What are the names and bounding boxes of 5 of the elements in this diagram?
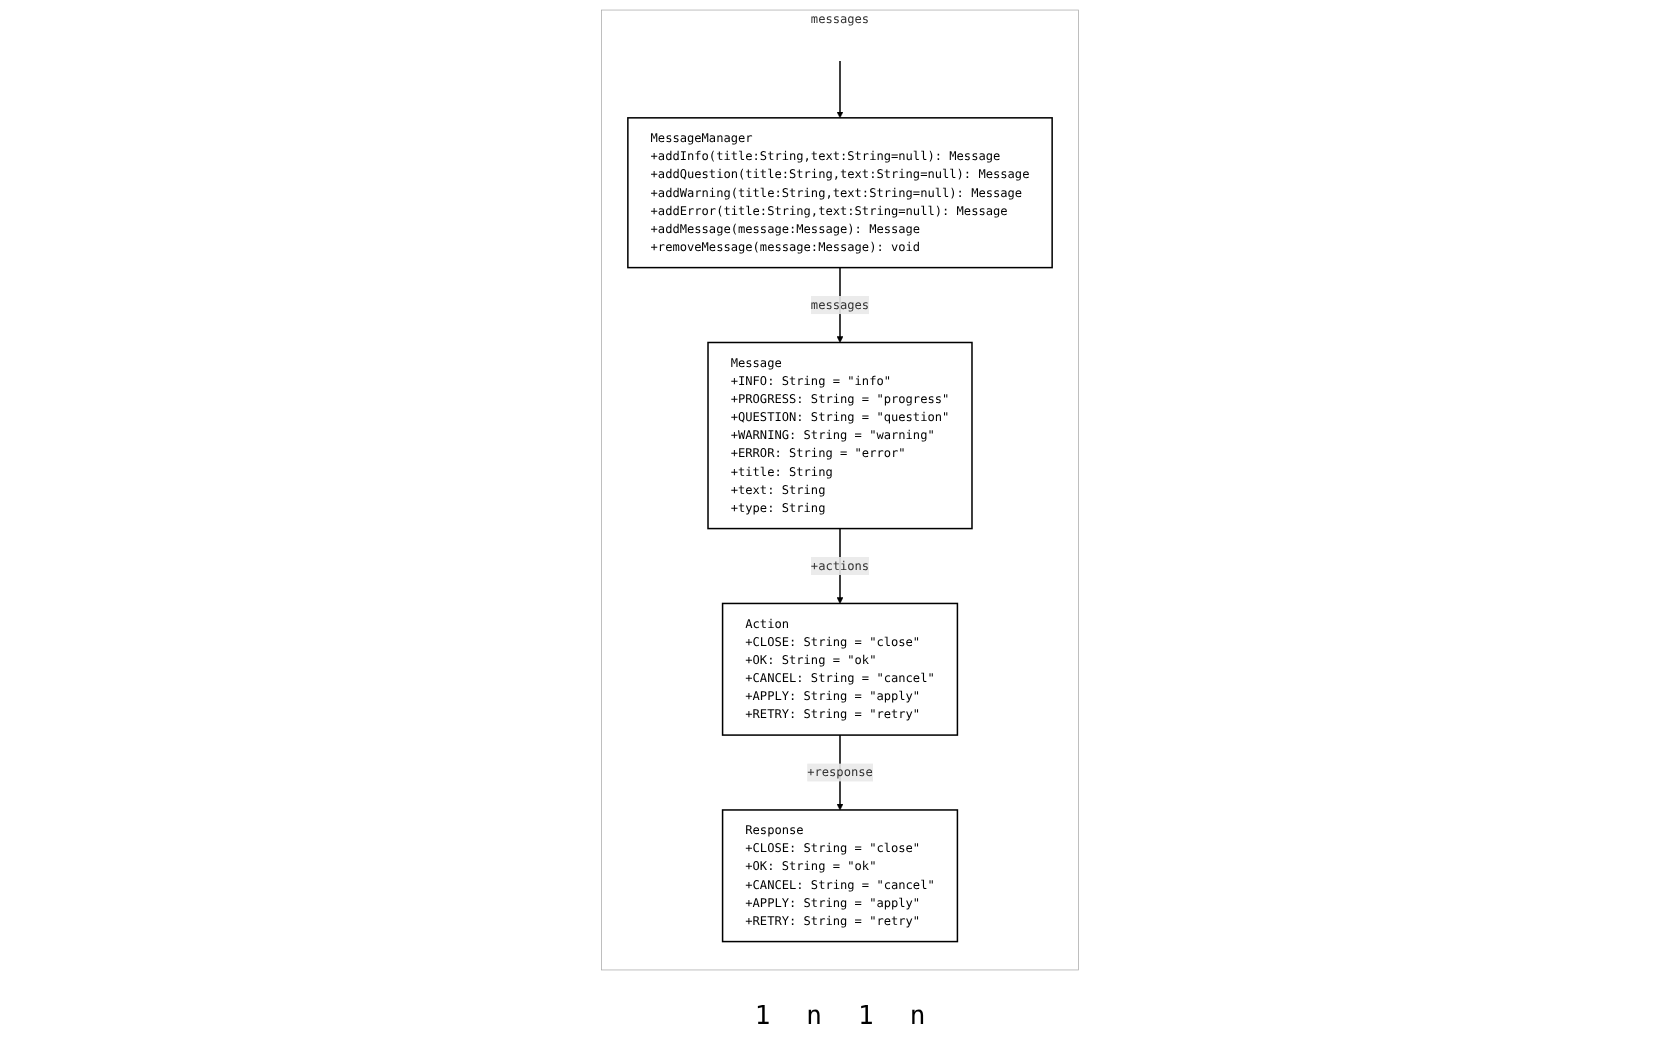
multiplicity-label: 1	[754, 1001, 771, 1031]
multiplicity-label: n	[909, 1001, 926, 1031]
multiplicity-label: n	[806, 1001, 822, 1031]
multiplicity-label: 1	[858, 1001, 874, 1031]
arrow	[836, 60, 844, 119]
